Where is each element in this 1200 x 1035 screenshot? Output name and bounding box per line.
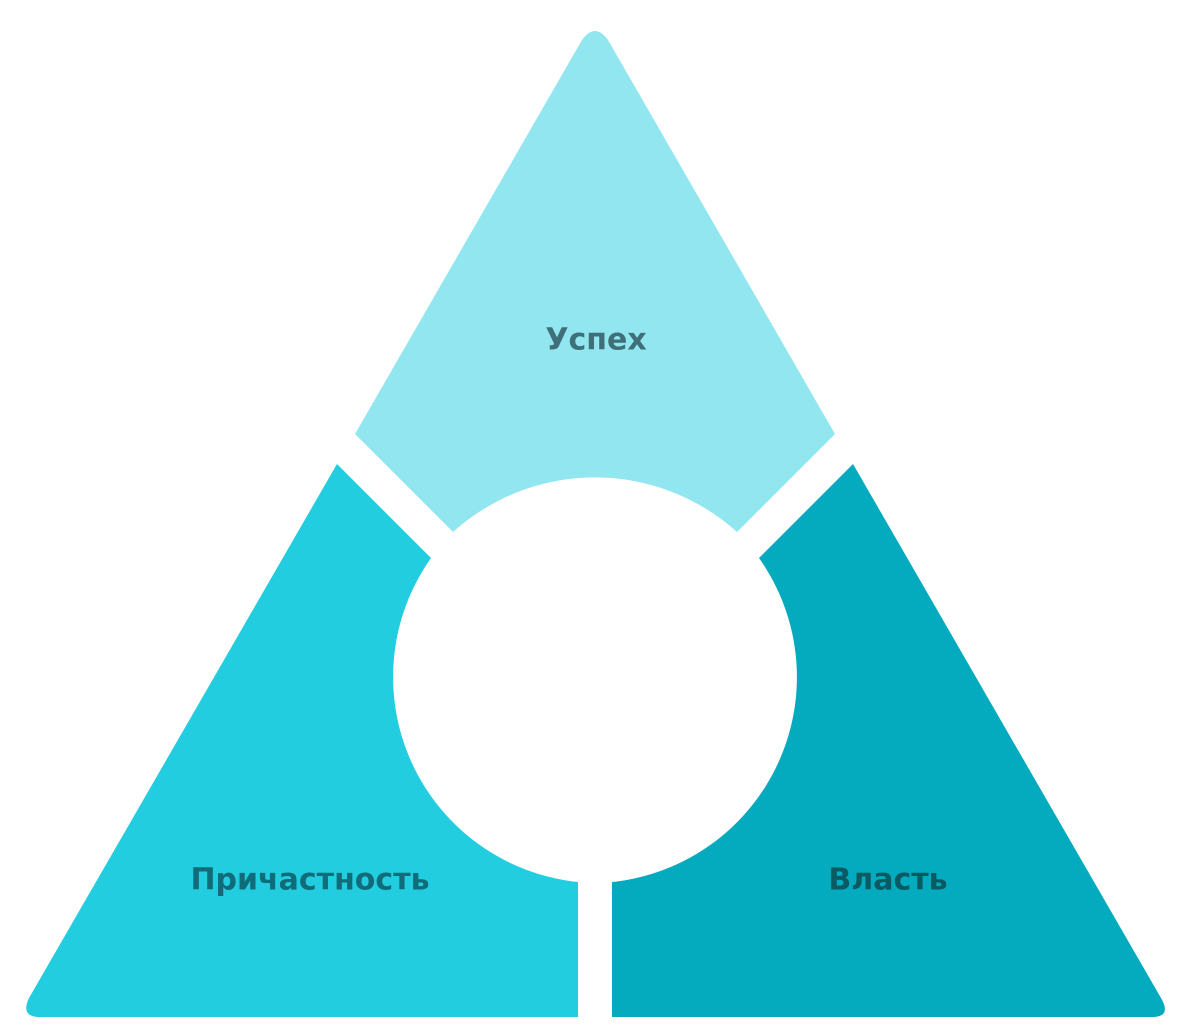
segment-right-power [612,464,1165,1017]
segment-left-label: Причастность [190,863,429,898]
segment-top-success [355,31,835,532]
segment-top-label: Успех [545,323,646,358]
segment-left-belonging [26,464,578,1017]
segment-right-label: Власть [828,863,947,898]
